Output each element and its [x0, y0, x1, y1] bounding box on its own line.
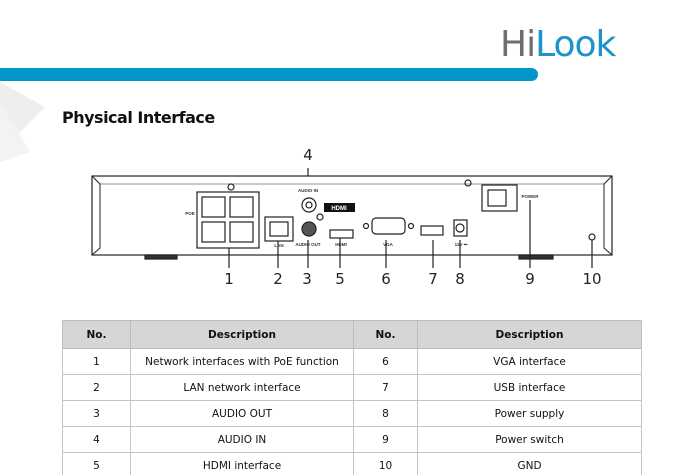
- label-hdmi: HDMI: [335, 242, 347, 247]
- label-12v: 12V ⎓: [455, 242, 468, 247]
- callout-8: 8: [455, 270, 465, 288]
- cell: 9: [353, 426, 418, 453]
- cell: Power switch: [417, 426, 642, 453]
- poe-ports: [196, 191, 260, 249]
- label-audio-out: AUDIO OUT: [295, 242, 321, 247]
- vga-port: [371, 217, 406, 235]
- callout-10: 10: [582, 270, 601, 288]
- cell: 7: [353, 374, 418, 401]
- cell: VGA interface: [417, 348, 642, 375]
- cell: 2: [62, 374, 131, 401]
- callout-4: 4: [303, 146, 313, 164]
- rear-panel-diagram: HDMI POE LAN AUDIO IN AUDIO OUT HDMI VGA…: [91, 146, 613, 288]
- header-no: No.: [62, 320, 131, 349]
- cell: 4: [62, 426, 131, 453]
- callout-2: 2: [273, 270, 283, 288]
- hdmi-logo: [324, 203, 355, 212]
- audio-in-jack: [301, 197, 317, 213]
- label-poe: POE: [185, 211, 195, 216]
- callout-3: 3: [302, 270, 312, 288]
- cell: 6: [353, 348, 418, 375]
- table-header: No. Description No. Description: [62, 320, 642, 349]
- hdmi-port: [329, 229, 354, 239]
- logo-look: Look: [535, 24, 616, 65]
- cell: Power supply: [417, 400, 642, 427]
- logo-hi: Hi: [500, 24, 536, 65]
- audio-out-jack: [301, 221, 317, 237]
- label-vga: VGA: [383, 242, 394, 247]
- header-description: Description: [417, 320, 642, 349]
- cell: LAN network interface: [130, 374, 354, 401]
- callout-9: 9: [525, 270, 535, 288]
- cell: USB interface: [417, 374, 642, 401]
- header-description: Description: [130, 320, 354, 349]
- power-supply-jack: [453, 219, 468, 237]
- hilook-logo: HiLook: [500, 24, 616, 65]
- label-power: POWER: [521, 194, 539, 199]
- callout-5: 5: [335, 270, 345, 288]
- chassis-outline: [91, 175, 613, 256]
- lan-port: [264, 216, 294, 242]
- gnd-terminal: [588, 233, 596, 241]
- decorative-watermark: [0, 82, 45, 162]
- usb-port: [420, 225, 444, 236]
- cell: Network interfaces with PoE function: [130, 348, 354, 375]
- power-switch: [481, 184, 518, 212]
- page-title: Physical Interface: [62, 108, 215, 127]
- cell: 1: [62, 348, 131, 375]
- cell: 3: [62, 400, 131, 427]
- callout-7: 7: [428, 270, 438, 288]
- label-audio-in: AUDIO IN: [298, 188, 318, 193]
- cell: GND: [417, 452, 642, 475]
- cell: 5: [62, 452, 131, 475]
- cell: AUDIO IN: [130, 426, 354, 453]
- header-no: No.: [353, 320, 418, 349]
- cell: HDMI interface: [130, 452, 354, 475]
- cell: 8: [353, 400, 418, 427]
- cell: 10: [353, 452, 418, 475]
- callout-6: 6: [381, 270, 391, 288]
- callout-1: 1: [224, 270, 234, 288]
- hdmi-logo-text: HDMI: [331, 206, 347, 212]
- header-band: [0, 68, 538, 81]
- label-lan: LAN: [274, 243, 283, 248]
- cell: AUDIO OUT: [130, 400, 354, 427]
